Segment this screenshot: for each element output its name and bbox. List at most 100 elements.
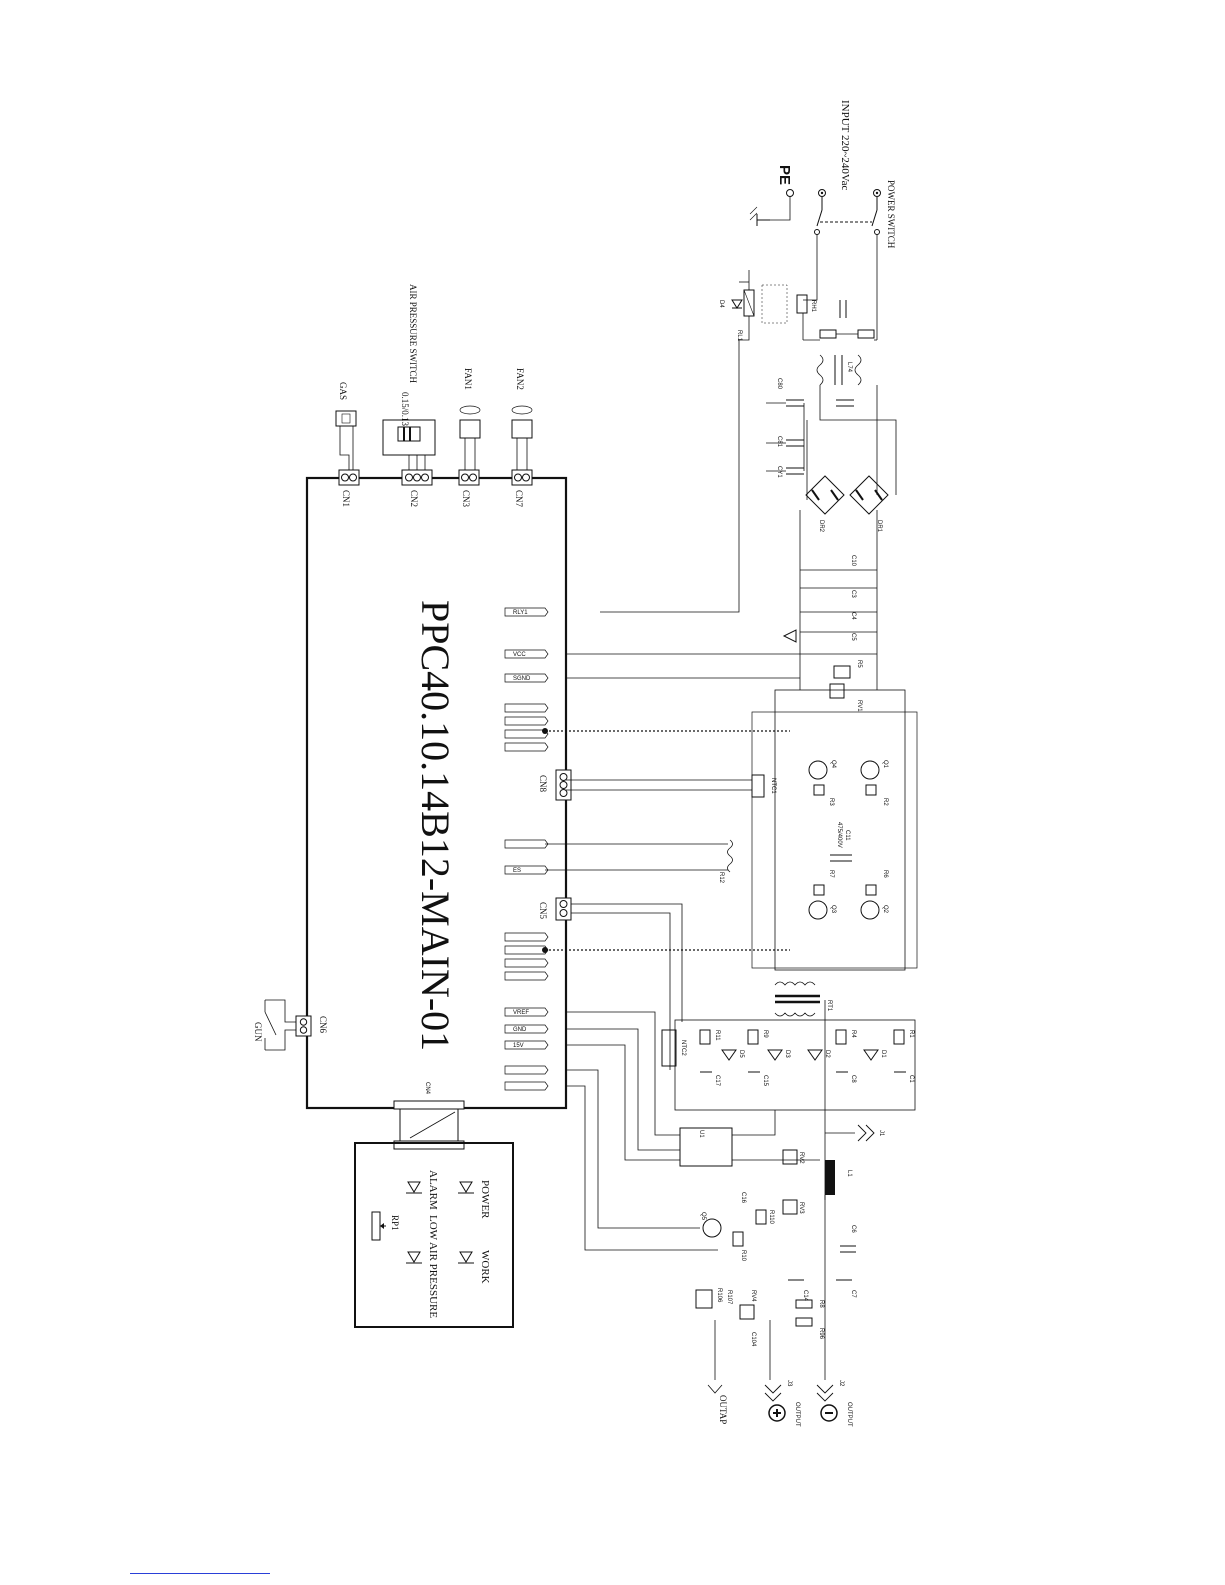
svg-text:C17: C17 — [714, 1075, 720, 1087]
front-panel: POWER WORK ALARM LOW AIR PRESSURE RP1 — [354, 1142, 514, 1328]
cn2-label: CN2 — [409, 490, 419, 507]
j3-label: J3 — [786, 1380, 792, 1387]
board-pin-stubs: RLY1 VCC SGND VREF GND 15V ES — [504, 607, 549, 1091]
svg-text:C4: C4 — [850, 612, 856, 620]
svg-text:D5: D5 — [738, 1050, 744, 1058]
cn6-label: CN6 — [318, 1016, 328, 1034]
outap-label: OUTAP — [718, 1395, 728, 1424]
svg-text:C104: C104 — [750, 1332, 756, 1347]
svg-text:GAS: GAS — [338, 382, 348, 400]
board-title: PPC40.10.14B12-MAIN-01 — [413, 600, 458, 1051]
svg-text:DR2: DR2 — [818, 520, 824, 533]
svg-text:RL1: RL1 — [736, 330, 742, 342]
cn5-label: CN5 — [538, 902, 548, 920]
svg-text:L1: L1 — [846, 1170, 852, 1177]
svg-text:R106: R106 — [716, 1288, 722, 1303]
svg-text:R10: R10 — [740, 1250, 746, 1262]
led-power: POWER — [458, 1180, 491, 1219]
gun-connector: CN6 GUN — [253, 999, 328, 1051]
svg-text:R2: R2 — [882, 798, 888, 806]
svg-text:C15: C15 — [762, 1075, 768, 1087]
output-stage: L1 RV2 RV3 C6 C14 C7 R8 R96 J1 — [714, 1124, 884, 1380]
svg-text:NTC2: NTC2 — [680, 1040, 686, 1056]
output-label-pos: OUTPUT — [794, 1402, 800, 1427]
svg-text:Q3: Q3 — [830, 905, 836, 914]
svg-text:C81: C81 — [776, 436, 782, 448]
svg-text:475/400V: 475/400V — [836, 822, 842, 848]
svg-text:D4: D4 — [718, 300, 724, 308]
svg-text:Q5: Q5 — [700, 1212, 706, 1221]
svg-text:R107: R107 — [726, 1290, 732, 1305]
svg-text:J1: J1 — [878, 1130, 884, 1137]
output-label-neg: OUTPUT — [846, 1402, 852, 1427]
svg-text:R9: R9 — [762, 1030, 768, 1038]
igbt-q1: Q1 — [860, 760, 888, 780]
svg-text:R96: R96 — [818, 1328, 824, 1340]
cn7-label: CN7 — [514, 490, 524, 508]
gun-label: GUN — [253, 1022, 263, 1042]
svg-text:U1: U1 — [698, 1130, 704, 1138]
svg-text:RV3: RV3 — [798, 1202, 804, 1214]
svg-text:RH1: RH1 — [810, 300, 816, 313]
svg-text:R7: R7 — [828, 870, 834, 878]
secondary-rectifier: NTC2 R11 R9 R4 R1 D5 D3 D2 D1 C17 C15 C8… — [661, 1000, 916, 1200]
input-stage: INPUT 220~240Vac POWER SWITCH PE RH1 — [600, 100, 897, 613]
pin-vref: VREF — [513, 1010, 529, 1016]
main-control-board: PPC40.10.14B12-MAIN-01 RLY1 VCC SGND VR — [253, 469, 572, 1150]
fan1: FAN1 — [459, 368, 481, 470]
svg-text:R1: R1 — [908, 1030, 914, 1038]
svg-text:LOW AIR PRESSURE: LOW AIR PRESSURE — [427, 1215, 439, 1318]
j2-label: J2 — [838, 1380, 844, 1387]
cn4-label: CN4 — [424, 1082, 430, 1095]
led-alarm: ALARM — [406, 1170, 439, 1210]
pin-15v: 15V — [513, 1043, 524, 1049]
svg-text:RV4: RV4 — [750, 1290, 756, 1302]
svg-text:WORK: WORK — [479, 1250, 491, 1284]
bus-capacitors: C10 C3 C4 C5 R5 — [566, 510, 878, 690]
pin-es: ES — [513, 868, 521, 874]
svg-text:Q1: Q1 — [882, 760, 888, 769]
svg-text:RV2: RV2 — [798, 1152, 804, 1164]
cn1-label: CN1 — [341, 490, 351, 507]
inverter-bridge: Q1 Q4 Q2 Q3 R2 R3 R6 R7 C11 475/400V NTC… — [542, 683, 918, 971]
potentiometer-rp1: RP1 — [371, 1211, 400, 1241]
fan2: FAN2 — [511, 368, 533, 470]
top-connectors: CN1 CN2 CN3 CN7 — [338, 469, 533, 508]
svg-text:R110: R110 — [768, 1210, 774, 1225]
svg-text:R4: R4 — [850, 1030, 856, 1038]
svg-text:L74: L74 — [846, 362, 852, 373]
svg-text:C80: C80 — [776, 378, 782, 390]
svg-text:Q4: Q4 — [830, 760, 836, 769]
svg-text:0.15/0.13: 0.15/0.13 — [400, 392, 410, 427]
right-connectors: CN8 CN5 — [538, 769, 572, 921]
peripherals: GAS 0.15/0.13 AIR PRESSURE SWITCH FAN1 — [335, 284, 533, 470]
svg-text:D2: D2 — [824, 1050, 830, 1058]
svg-text:RT1: RT1 — [826, 1000, 832, 1012]
svg-text:C7: C7 — [850, 1290, 856, 1298]
svg-text:RV1: RV1 — [856, 700, 862, 712]
svg-text:Q2: Q2 — [882, 905, 888, 914]
svg-text:RP1: RP1 — [390, 1215, 400, 1231]
svg-text:R5: R5 — [856, 660, 862, 668]
svg-text:D3: D3 — [784, 1050, 790, 1058]
pin-sgnd: SGND — [513, 676, 531, 682]
svg-text:CY1: CY1 — [776, 466, 782, 478]
svg-text:FAN1: FAN1 — [463, 368, 473, 390]
power-switch-label: POWER SWITCH — [886, 180, 896, 249]
svg-text:R12: R12 — [718, 872, 724, 884]
air-pressure-switch: 0.15/0.13 AIR PRESSURE SWITCH — [382, 284, 436, 470]
svg-text:NTC1: NTC1 — [770, 778, 776, 794]
svg-text:C8: C8 — [850, 1075, 856, 1083]
ribbon-cn4: CN4 — [393, 1082, 465, 1150]
svg-text:DR1: DR1 — [876, 520, 882, 533]
pin-gnd: GND — [513, 1027, 527, 1033]
footer-link-underline — [130, 1573, 270, 1574]
led-work: WORK — [458, 1250, 491, 1284]
svg-text:R8: R8 — [818, 1300, 824, 1308]
output-terminals: J3 J2 OUTPUT OUTPUT OUTAP — [707, 1380, 852, 1427]
svg-text:C1: C1 — [908, 1075, 914, 1083]
igbt-q2: Q2 — [860, 900, 888, 920]
svg-text:C5: C5 — [850, 633, 856, 641]
svg-text:ALARM: ALARM — [427, 1170, 439, 1210]
